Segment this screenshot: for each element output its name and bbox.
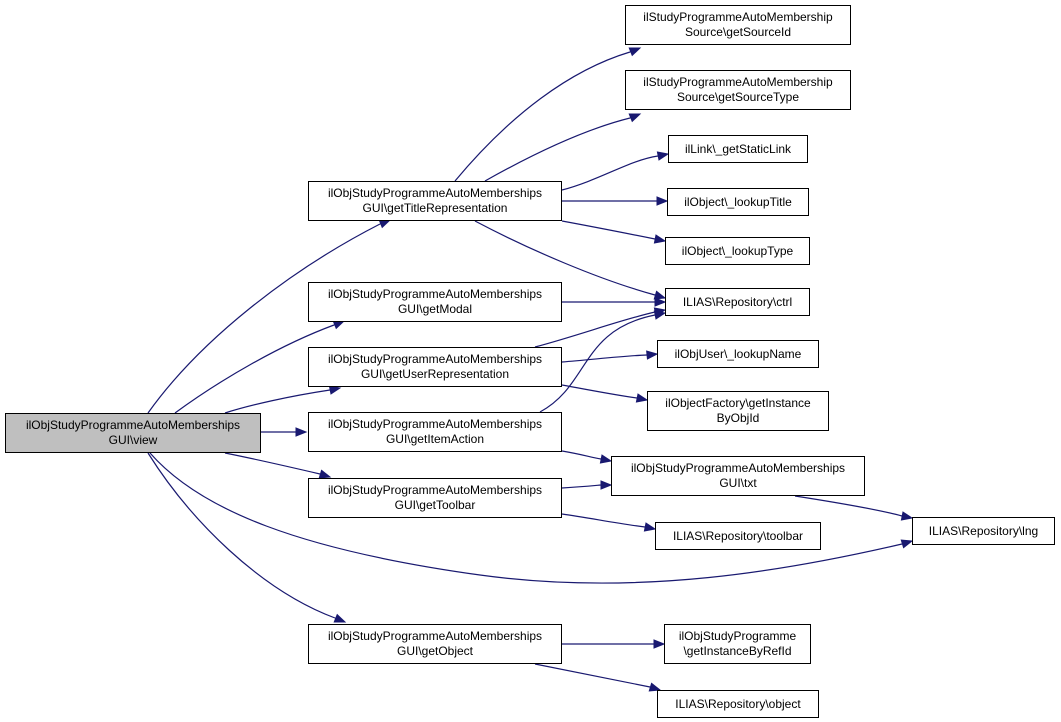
edge-getItemAction-to-txt <box>561 450 602 460</box>
arrowhead-icon <box>646 350 659 360</box>
node-label-line: GUI\getItemAction <box>385 432 485 446</box>
node-label-line: ilObjStudyProgrammeAutoMemberships <box>327 287 543 301</box>
node-label-line: ilObjUser\_lookupName <box>674 346 802 361</box>
edge-getTitleRepresentation-to-getStaticLink <box>561 155 659 191</box>
arrowhead-icon <box>333 613 347 623</box>
node-label-line: ILIAS\Repository\ctrl <box>682 294 793 309</box>
node-getSourceType[interactable]: ilStudyProgrammeAutoMembership Source\ge… <box>625 70 851 110</box>
node-label-line: ilObjStudyProgrammeAutoMemberships <box>327 417 543 431</box>
node-label-line: ilLink\_getStaticLink <box>684 141 792 156</box>
node-label-line: ilStudyProgrammeAutoMembership <box>643 75 833 89</box>
node-getToolbar[interactable]: ilObjStudyProgrammeAutoMemberships GUI\g… <box>308 478 562 518</box>
node-lookupTitle[interactable]: ilObject\_lookupTitle <box>667 188 809 216</box>
arrowhead-icon <box>653 290 667 300</box>
edge-view-to-getTitleRepresentation <box>147 223 381 414</box>
node-label-line: ByObjId <box>716 411 760 425</box>
node-label-line: GUI\getObject <box>396 644 474 658</box>
edge-getToolbar-to-toolbar <box>561 513 646 528</box>
arrowhead-icon <box>599 454 613 464</box>
arrowhead-icon <box>328 385 342 395</box>
node-label-line: ilObjStudyProgrammeAutoMemberships <box>630 461 846 475</box>
node-label-line: ilObjStudyProgrammeAutoMemberships <box>25 418 241 432</box>
node-getModal[interactable]: ilObjStudyProgrammeAutoMemberships GUI\g… <box>308 282 562 322</box>
node-lng[interactable]: ILIAS\Repository\lng <box>912 517 1055 545</box>
node-label-line: GUI\getTitleRepresentation <box>362 201 508 215</box>
edge-getObject-to-object <box>534 663 651 688</box>
arrowhead-icon <box>628 47 642 57</box>
arrowhead-icon <box>656 196 669 206</box>
arrowhead-icon <box>654 297 667 307</box>
edge-getTitleRepresentation-to-ctrl <box>474 220 656 296</box>
node-label-line: GUI\view <box>108 433 158 447</box>
node-object[interactable]: ILIAS\Repository\object <box>657 690 819 718</box>
node-label-line: ilObject\_lookupType <box>681 243 794 258</box>
node-label-line: Source\getSourceId <box>684 25 792 39</box>
node-label-line: Source\getSourceType <box>676 90 800 104</box>
arrowhead-icon <box>295 427 308 437</box>
edge-getUserRepresentation-to-getInstanceByObjId <box>561 384 638 399</box>
node-label-line: ILIAS\Repository\object <box>675 696 801 711</box>
arrowhead-icon <box>900 511 914 521</box>
node-ctrl[interactable]: ILIAS\Repository\ctrl <box>665 288 810 316</box>
node-label-line: \getInstanceByRefId <box>683 644 792 658</box>
edge-getUserRepresentation-to-lookupName <box>561 354 648 363</box>
edge-view-to-getToolbar <box>224 452 321 475</box>
edge-getTitleRepresentation-to-getSourceId <box>454 51 631 182</box>
edge-view-to-getModal <box>174 324 335 414</box>
node-label-line: GUI\getModal <box>397 302 473 316</box>
arrowhead-icon <box>378 219 392 229</box>
node-label-line: ilObjStudyProgrammeAutoMemberships <box>327 483 543 497</box>
node-label-line: ilStudyProgrammeAutoMembership <box>643 10 833 24</box>
node-getInstanceByObjId[interactable]: ilObjectFactory\getInstance ByObjId <box>647 391 829 431</box>
edge-getTitleRepresentation-to-getSourceType <box>484 117 631 182</box>
node-label-line: ilObject\_lookupTitle <box>684 194 792 209</box>
node-label-line: ILIAS\Repository\toolbar <box>672 528 804 543</box>
arrowhead-icon <box>643 522 657 532</box>
node-label-line: ilObjStudyProgrammeAutoMemberships <box>327 186 543 200</box>
node-txt[interactable]: ilObjStudyProgrammeAutoMemberships GUI\t… <box>611 456 865 496</box>
arrowhead-icon <box>656 151 670 161</box>
edge-view-to-lng <box>149 452 903 584</box>
node-getItemAction[interactable]: ilObjStudyProgrammeAutoMemberships GUI\g… <box>308 412 562 452</box>
node-label-line: ilObjStudyProgrammeAutoMemberships <box>327 352 543 366</box>
node-label-line: ilObjStudyProgrammeAutoMemberships <box>327 629 543 643</box>
node-getTitleRepresentation[interactable]: ilObjStudyProgrammeAutoMemberships GUI\g… <box>308 181 562 221</box>
node-label-line: ilObjStudyProgramme <box>678 629 797 643</box>
arrowhead-icon <box>635 393 649 403</box>
edge-getItemAction-to-ctrl <box>539 314 656 413</box>
node-label-line: GUI\getToolbar <box>394 498 476 512</box>
node-view[interactable]: ilObjStudyProgrammeAutoMemberships GUI\v… <box>5 413 261 453</box>
node-getObject[interactable]: ilObjStudyProgrammeAutoMemberships GUI\g… <box>308 624 562 664</box>
node-toolbar[interactable]: ILIAS\Repository\toolbar <box>655 522 821 550</box>
edge-view-to-getObject <box>147 452 336 619</box>
arrowhead-icon <box>332 320 346 330</box>
arrowhead-icon <box>653 639 666 649</box>
node-label-line: GUI\txt <box>719 476 757 490</box>
node-getUserRepresentation[interactable]: ilObjStudyProgrammeAutoMemberships GUI\g… <box>308 347 562 387</box>
edge-txt-to-lng <box>794 495 903 517</box>
node-getSourceId[interactable]: ilStudyProgrammeAutoMembership Source\ge… <box>625 5 851 45</box>
edge-getToolbar-to-txt <box>561 484 602 489</box>
arrowhead-icon <box>318 469 332 479</box>
node-label-line: ilObjectFactory\getInstance <box>665 396 811 410</box>
arrowhead-icon <box>900 539 914 549</box>
node-label-line: ILIAS\Repository\lng <box>928 523 1039 538</box>
node-getStaticLink[interactable]: ilLink\_getStaticLink <box>668 135 808 163</box>
edge-view-to-getUserRepresentation <box>224 389 331 414</box>
arrowhead-icon <box>628 113 642 123</box>
node-lookupType[interactable]: ilObject\_lookupType <box>665 237 810 265</box>
edge-getTitleRepresentation-to-lookupType <box>561 220 656 240</box>
arrowhead-icon <box>653 310 667 320</box>
arrowhead-icon <box>653 234 667 244</box>
node-getInstanceByRefId[interactable]: ilObjStudyProgramme \getInstanceByRefId <box>664 624 811 664</box>
edge-getUserRepresentation-to-ctrl <box>534 311 656 348</box>
node-label-line: GUI\getUserRepresentation <box>360 367 510 381</box>
node-lookupName[interactable]: ilObjUser\_lookupName <box>657 340 819 368</box>
arrowhead-icon <box>600 480 613 490</box>
